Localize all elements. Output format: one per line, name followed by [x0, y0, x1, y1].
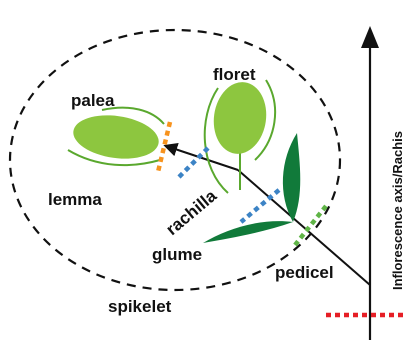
- glume-upper: [283, 133, 300, 222]
- label-inflorescence-axis: Inflorescence axis/Rachis: [390, 131, 405, 290]
- glume-lower: [203, 221, 293, 243]
- floret-organ: [209, 79, 271, 158]
- label-lemma: lemma: [48, 190, 102, 209]
- pedicel-node-green: [295, 206, 326, 245]
- axis-arrowhead: [361, 26, 379, 48]
- rachilla-node-blue-lower: [241, 190, 279, 222]
- lower-floret-organ: [70, 110, 161, 164]
- label-spikelet: spikelet: [108, 297, 172, 316]
- label-glume: glume: [152, 245, 202, 264]
- label-pedicel: pedicel: [275, 263, 334, 282]
- label-floret: floret: [213, 65, 256, 84]
- label-rachilla: rachilla: [162, 186, 220, 239]
- label-palea: palea: [71, 91, 115, 110]
